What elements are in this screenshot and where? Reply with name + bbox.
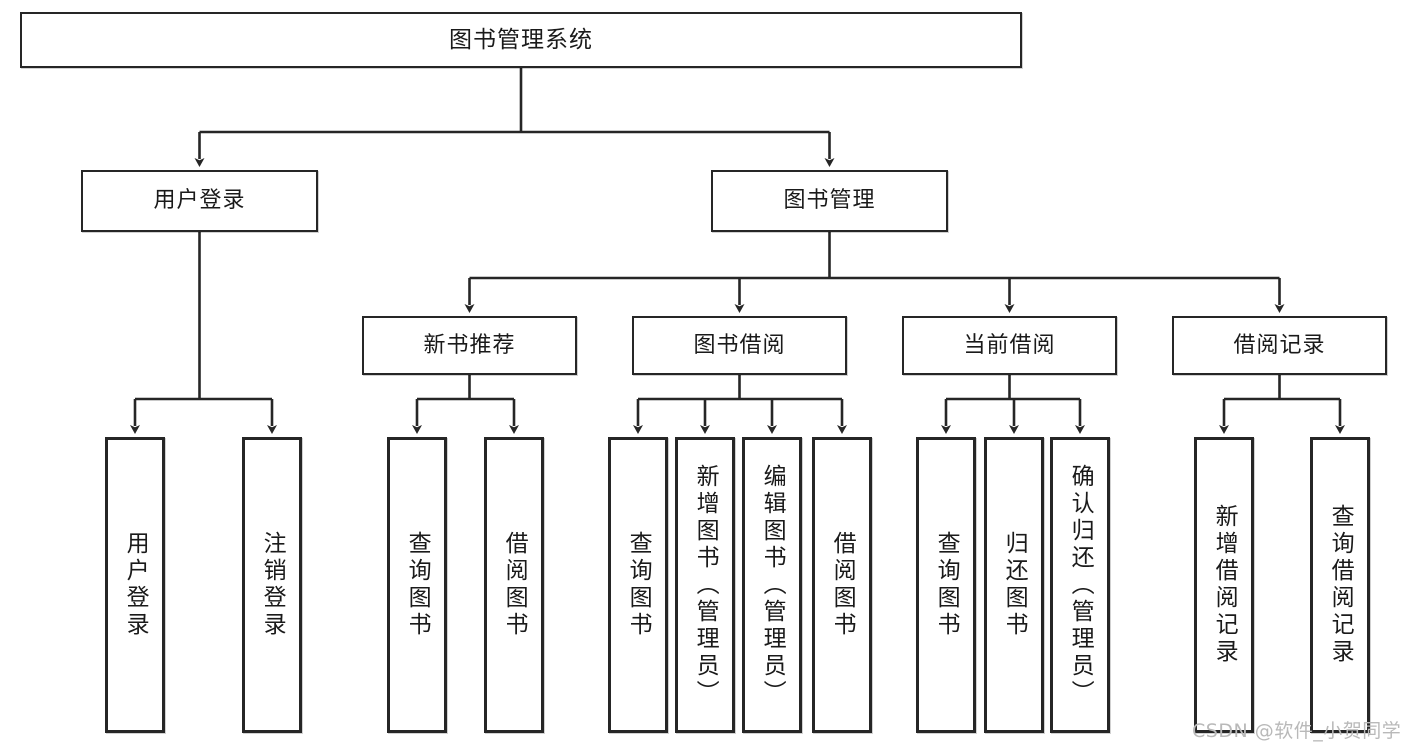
node-leaf-bb-edit[interactable]: 编辑图书（管理员） bbox=[742, 437, 802, 733]
node-label-leaf-bb-add: 新增图书（管理员） bbox=[692, 463, 719, 707]
node-label-leaf-br-add: 新增借阅记录 bbox=[1211, 504, 1238, 666]
node-label-book-borrow: 图书借阅 bbox=[693, 332, 786, 358]
node-new-book-rec[interactable]: 新书推荐 bbox=[362, 316, 577, 375]
node-current-borrow[interactable]: 当前借阅 bbox=[902, 316, 1117, 375]
node-leaf-user-logout[interactable]: 注销登录 bbox=[242, 437, 302, 733]
node-user-login[interactable]: 用户登录 bbox=[81, 170, 318, 232]
node-leaf-br-query[interactable]: 查询借阅记录 bbox=[1310, 437, 1370, 733]
node-label-borrow-record: 借阅记录 bbox=[1233, 332, 1326, 358]
node-leaf-bb-borrow[interactable]: 借阅图书 bbox=[812, 437, 872, 733]
node-label-leaf-br-query: 查询借阅记录 bbox=[1327, 504, 1354, 666]
node-leaf-cb-confirm[interactable]: 确认归还（管理员） bbox=[1050, 437, 1110, 733]
node-book-manage[interactable]: 图书管理 bbox=[711, 170, 948, 232]
node-leaf-cb-return[interactable]: 归还图书 bbox=[984, 437, 1044, 733]
node-label-leaf-cb-confirm: 确认归还（管理员） bbox=[1067, 463, 1094, 707]
node-label-leaf-rec-borrow: 借阅图书 bbox=[501, 531, 528, 639]
node-leaf-br-add[interactable]: 新增借阅记录 bbox=[1194, 437, 1254, 733]
node-label-book-manage: 图书管理 bbox=[783, 188, 876, 214]
node-leaf-rec-query[interactable]: 查询图书 bbox=[387, 437, 447, 733]
node-label-leaf-bb-borrow: 借阅图书 bbox=[829, 531, 856, 639]
node-label-leaf-user-logout: 注销登录 bbox=[259, 531, 286, 639]
node-label-leaf-bb-edit: 编辑图书（管理员） bbox=[759, 463, 786, 707]
node-leaf-cb-query[interactable]: 查询图书 bbox=[916, 437, 976, 733]
node-leaf-bb-query[interactable]: 查询图书 bbox=[608, 437, 668, 733]
node-label-current-borrow: 当前借阅 bbox=[963, 332, 1056, 358]
node-label-leaf-rec-query: 查询图书 bbox=[404, 531, 431, 639]
node-label-root: 图书管理系统 bbox=[449, 26, 593, 53]
node-leaf-user-login[interactable]: 用户登录 bbox=[105, 437, 165, 733]
node-borrow-record[interactable]: 借阅记录 bbox=[1172, 316, 1387, 375]
node-book-borrow[interactable]: 图书借阅 bbox=[632, 316, 847, 375]
node-root[interactable]: 图书管理系统 bbox=[20, 12, 1022, 68]
node-label-leaf-cb-return: 归还图书 bbox=[1001, 531, 1028, 639]
node-label-user-login: 用户登录 bbox=[153, 188, 246, 214]
node-label-leaf-cb-query: 查询图书 bbox=[933, 531, 960, 639]
node-leaf-bb-add[interactable]: 新增图书（管理员） bbox=[675, 437, 735, 733]
node-label-new-book-rec: 新书推荐 bbox=[423, 332, 516, 358]
node-label-leaf-bb-query: 查询图书 bbox=[625, 531, 652, 639]
node-leaf-rec-borrow[interactable]: 借阅图书 bbox=[484, 437, 544, 733]
node-label-leaf-user-login: 用户登录 bbox=[122, 531, 149, 639]
